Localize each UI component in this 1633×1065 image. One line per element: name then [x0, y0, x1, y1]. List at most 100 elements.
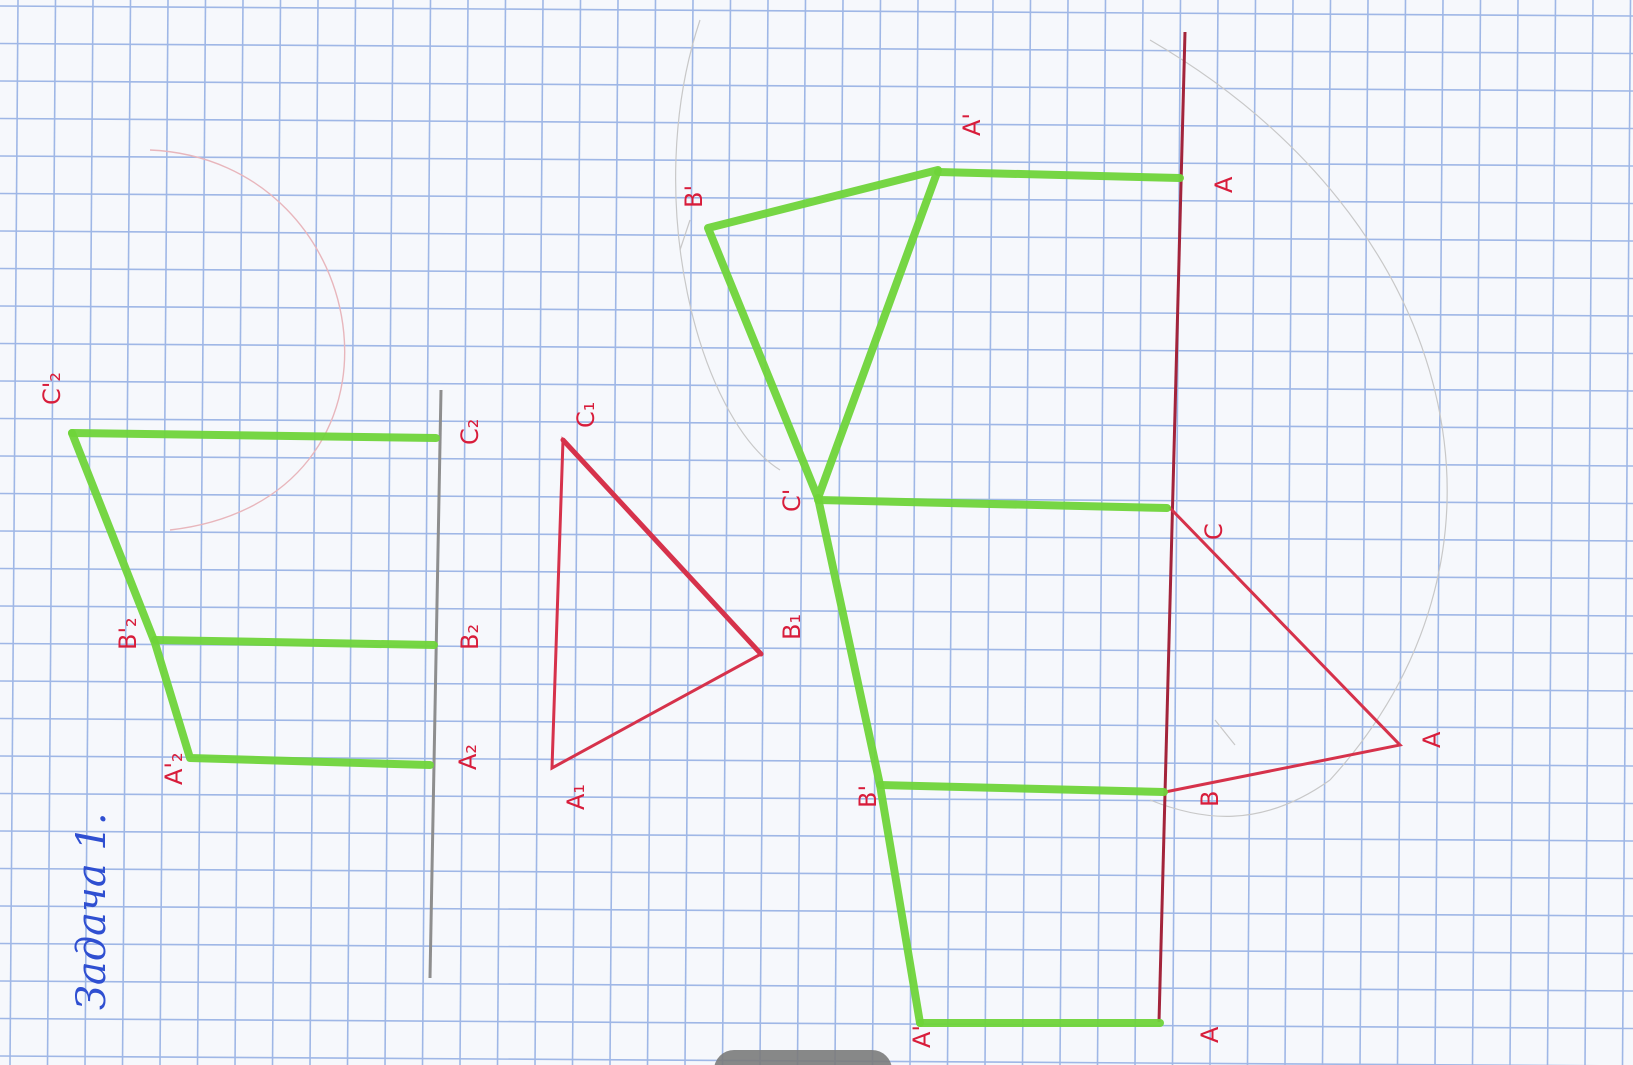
grid-line-vertical [84, 0, 94, 1065]
edge-c1b1 [560, 437, 764, 657]
grid-line-horizontal [0, 680, 1633, 692]
triangle-true-shape [1163, 506, 1403, 794]
label-b-prime-bottom: B' [854, 785, 882, 808]
grid-line-horizontal [0, 717, 1633, 730]
grid-line-vertical [909, 0, 919, 1065]
label-a-prime-bottom: A' [908, 1025, 936, 1048]
grid-line-vertical [1321, 0, 1332, 1065]
grid-line-horizontal [0, 1017, 1633, 1030]
grid-line-vertical [796, 0, 807, 1065]
construction-tick [679, 219, 691, 251]
grid-line-horizontal [0, 42, 1633, 55]
label-c: C [1200, 523, 1228, 540]
grid-line-vertical [946, 0, 957, 1065]
grid-line-horizontal [0, 905, 1633, 917]
construction-arc [1149, 39, 1448, 781]
label-b2: B₂ [456, 624, 484, 650]
construction-arc [149, 149, 346, 531]
label-b2-prime: B'₂ [114, 617, 142, 650]
grid-line-vertical [384, 0, 394, 1065]
grid-line-vertical [759, 0, 769, 1065]
grid-line-horizontal [0, 230, 1633, 242]
grid-line-vertical [1471, 0, 1482, 1065]
projector-b [876, 781, 1168, 796]
grid-line-vertical [534, 0, 544, 1065]
projection-axis-right [1157, 31, 1187, 1023]
grid-line-vertical [1584, 0, 1594, 1065]
grid-line-vertical [421, 0, 432, 1065]
grid-line-horizontal [0, 380, 1633, 392]
grid-line-vertical [1621, 0, 1632, 1065]
grid-line-vertical [1171, 0, 1182, 1065]
projector-b2 [151, 636, 438, 649]
scanner-overlay-bar [714, 1050, 892, 1065]
grid-line-vertical [984, 0, 994, 1065]
projection-axis-left [428, 389, 443, 979]
label-b: B [1196, 791, 1224, 807]
projection-polyline-left [68, 429, 434, 769]
projector-c [814, 496, 1171, 512]
construction-arc [675, 19, 781, 471]
grid-line-vertical [1509, 0, 1519, 1065]
label-a-prime-top: A' [958, 113, 986, 136]
label-a2-prime: A'₂ [160, 752, 188, 785]
grid-line-vertical [496, 0, 507, 1065]
grid-line-vertical [721, 0, 732, 1065]
grid-line-horizontal [0, 942, 1633, 955]
triangle-a-b-c-prime [704, 166, 942, 502]
grid-line-vertical [1546, 0, 1557, 1065]
grid-line-vertical [1396, 0, 1407, 1065]
grid-line-horizontal [0, 605, 1633, 617]
label-a-top: A [1210, 176, 1238, 193]
construction-arc [1149, 779, 1331, 817]
label-b1: B₁ [778, 614, 806, 640]
grid-line-horizontal [0, 792, 1633, 805]
grid-line-horizontal [0, 530, 1633, 542]
label-a-bottom: A [1196, 1026, 1224, 1043]
grid-line-vertical [1246, 0, 1257, 1065]
label-c2-prime: C'₂ [38, 372, 66, 405]
grid-line-vertical [1021, 0, 1032, 1065]
grid-line-vertical [684, 0, 694, 1065]
label-c2: C₂ [456, 419, 484, 445]
grid-line-horizontal [0, 5, 1633, 17]
grid-line-vertical [46, 0, 57, 1065]
grid-line-vertical [1359, 0, 1369, 1065]
projector-a-top [934, 168, 1184, 182]
grid-line-vertical [459, 0, 469, 1065]
grid-line-vertical [9, 0, 19, 1065]
grid-line-vertical [871, 0, 882, 1065]
grid-line-vertical [1284, 0, 1294, 1065]
grid-line-horizontal [0, 155, 1633, 167]
grid-line-horizontal [0, 267, 1633, 280]
grid-line-horizontal [0, 867, 1633, 880]
grid-line-vertical [609, 0, 619, 1065]
triangle-a1b1c1 [550, 436, 764, 771]
grid-line-horizontal [0, 342, 1633, 355]
label-c1: C₁ [572, 402, 600, 428]
grid-line-horizontal [0, 830, 1633, 842]
grid-line-vertical [1059, 0, 1069, 1065]
grid-line-horizontal [0, 305, 1633, 317]
label-b-prime-top: B' [680, 185, 708, 208]
grid-line-horizontal [0, 80, 1633, 92]
label-a-right: A [1418, 731, 1446, 748]
grid-line-horizontal [0, 567, 1633, 580]
task-title: Задача 1. [69, 812, 115, 1010]
grid-line-horizontal [0, 417, 1633, 430]
grid-line-vertical [1209, 0, 1219, 1065]
grid-line-horizontal [0, 455, 1633, 467]
grid-line-vertical [1434, 0, 1444, 1065]
grid-line-vertical [571, 0, 582, 1065]
label-c-prime: C' [778, 489, 806, 512]
grid-line-vertical [1096, 0, 1107, 1065]
construction-tick [1214, 719, 1236, 746]
label-a1: A₁ [562, 784, 590, 810]
grid-line-vertical [1134, 0, 1144, 1065]
grid-line-horizontal [0, 117, 1633, 130]
grid-line-horizontal [0, 980, 1633, 992]
projector-c2 [68, 429, 440, 442]
